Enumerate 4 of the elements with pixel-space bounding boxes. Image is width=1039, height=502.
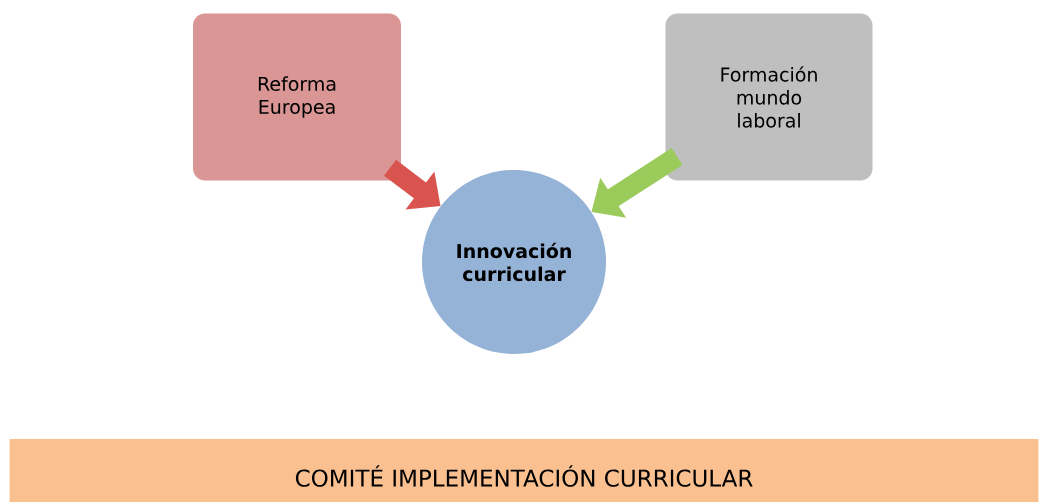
rounded-box: Reforma Europea bbox=[193, 13, 401, 181]
circle-node: Innovación curricular bbox=[422, 170, 606, 354]
rounded-box: Formación mundo laboral bbox=[665, 13, 873, 181]
banner: COMITÉ IMPLEMENTACIÓN CURRICULAR bbox=[9, 439, 1039, 502]
